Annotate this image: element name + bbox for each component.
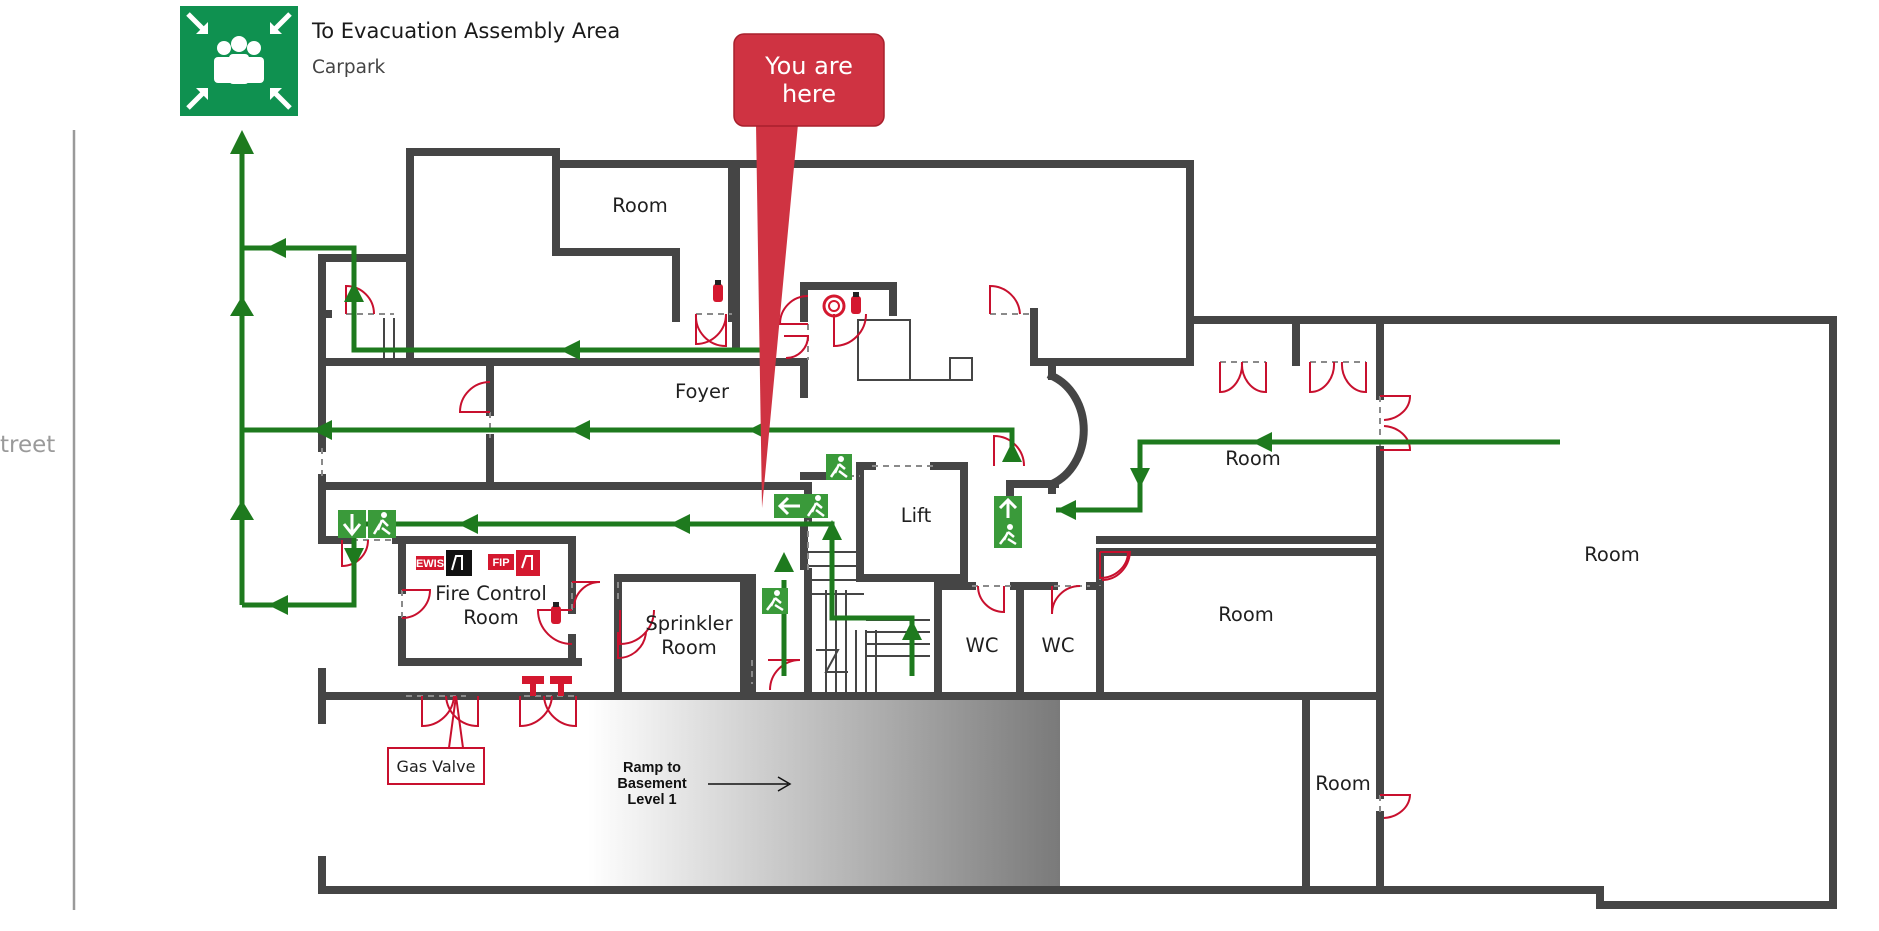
- hose-reel-icon: [822, 294, 846, 318]
- fire-control-label-2: Room: [463, 606, 519, 629]
- marker-text-line1: You are: [764, 52, 853, 80]
- marker-text-line2: here: [782, 80, 836, 108]
- svg-text:EWIS: EWIS: [416, 558, 444, 570]
- ramp-label-line2: Basement: [617, 776, 686, 792]
- street-label: treet: [0, 432, 55, 458]
- ramp-area: [588, 700, 1060, 886]
- door-openings: [321, 313, 1381, 815]
- assembly-subtitle: Carpark: [312, 57, 386, 78]
- room-label-far-right: Room: [1584, 543, 1640, 566]
- ewis-panel-icon: EWIS: [416, 550, 472, 576]
- fire-extinguisher-icon: [851, 292, 861, 314]
- wc-label-2: WC: [1042, 634, 1075, 657]
- ramp-label-line3: Level 1: [627, 792, 676, 808]
- fire-indicator-panel-icon: FIP: [488, 550, 540, 576]
- exit-running-man-icon: [338, 510, 396, 538]
- interior-details: [383, 318, 973, 696]
- lift-label: Lift: [901, 504, 932, 527]
- hydrant-icon: [522, 676, 572, 696]
- fire-extinguisher-icon: [551, 602, 561, 624]
- room-label-lower-right: Room: [1315, 772, 1371, 795]
- ramp-arrow-head: [777, 776, 792, 792]
- sprinkler-label-1: Sprinkler: [645, 612, 733, 635]
- svg-text:FIP: FIP: [492, 557, 509, 569]
- room-label-mid-right: Room: [1218, 603, 1274, 626]
- gas-valve-label: Gas Valve: [397, 757, 476, 776]
- exit-running-man-icon: [994, 496, 1022, 548]
- door-swings: [341, 284, 1412, 819]
- you-are-here-marker: You are here: [733, 33, 885, 508]
- exit-running-man-icon: [774, 494, 828, 518]
- fire-extinguisher-icon: [713, 280, 723, 302]
- foyer-label: Foyer: [675, 380, 730, 403]
- fire-control-label-1: Fire Control: [435, 582, 547, 605]
- ramp-label-line1: Ramp to: [623, 760, 681, 776]
- room-label-top: Room: [612, 194, 668, 217]
- exit-running-man-icon: [826, 454, 852, 480]
- wc-label-1: WC: [966, 634, 999, 657]
- exit-running-man-icon: [762, 588, 788, 614]
- gas-valve-box: [387, 747, 485, 785]
- route-arrows: [230, 130, 1272, 640]
- room-label-east: Room: [1225, 447, 1281, 470]
- gas-valve-pointer: [445, 695, 467, 771]
- assembly-area-icon: [180, 6, 298, 116]
- building-walls: [318, 148, 1837, 909]
- sprinkler-label-2: Room: [661, 636, 717, 659]
- assembly-title: To Evacuation Assembly Area: [311, 19, 620, 43]
